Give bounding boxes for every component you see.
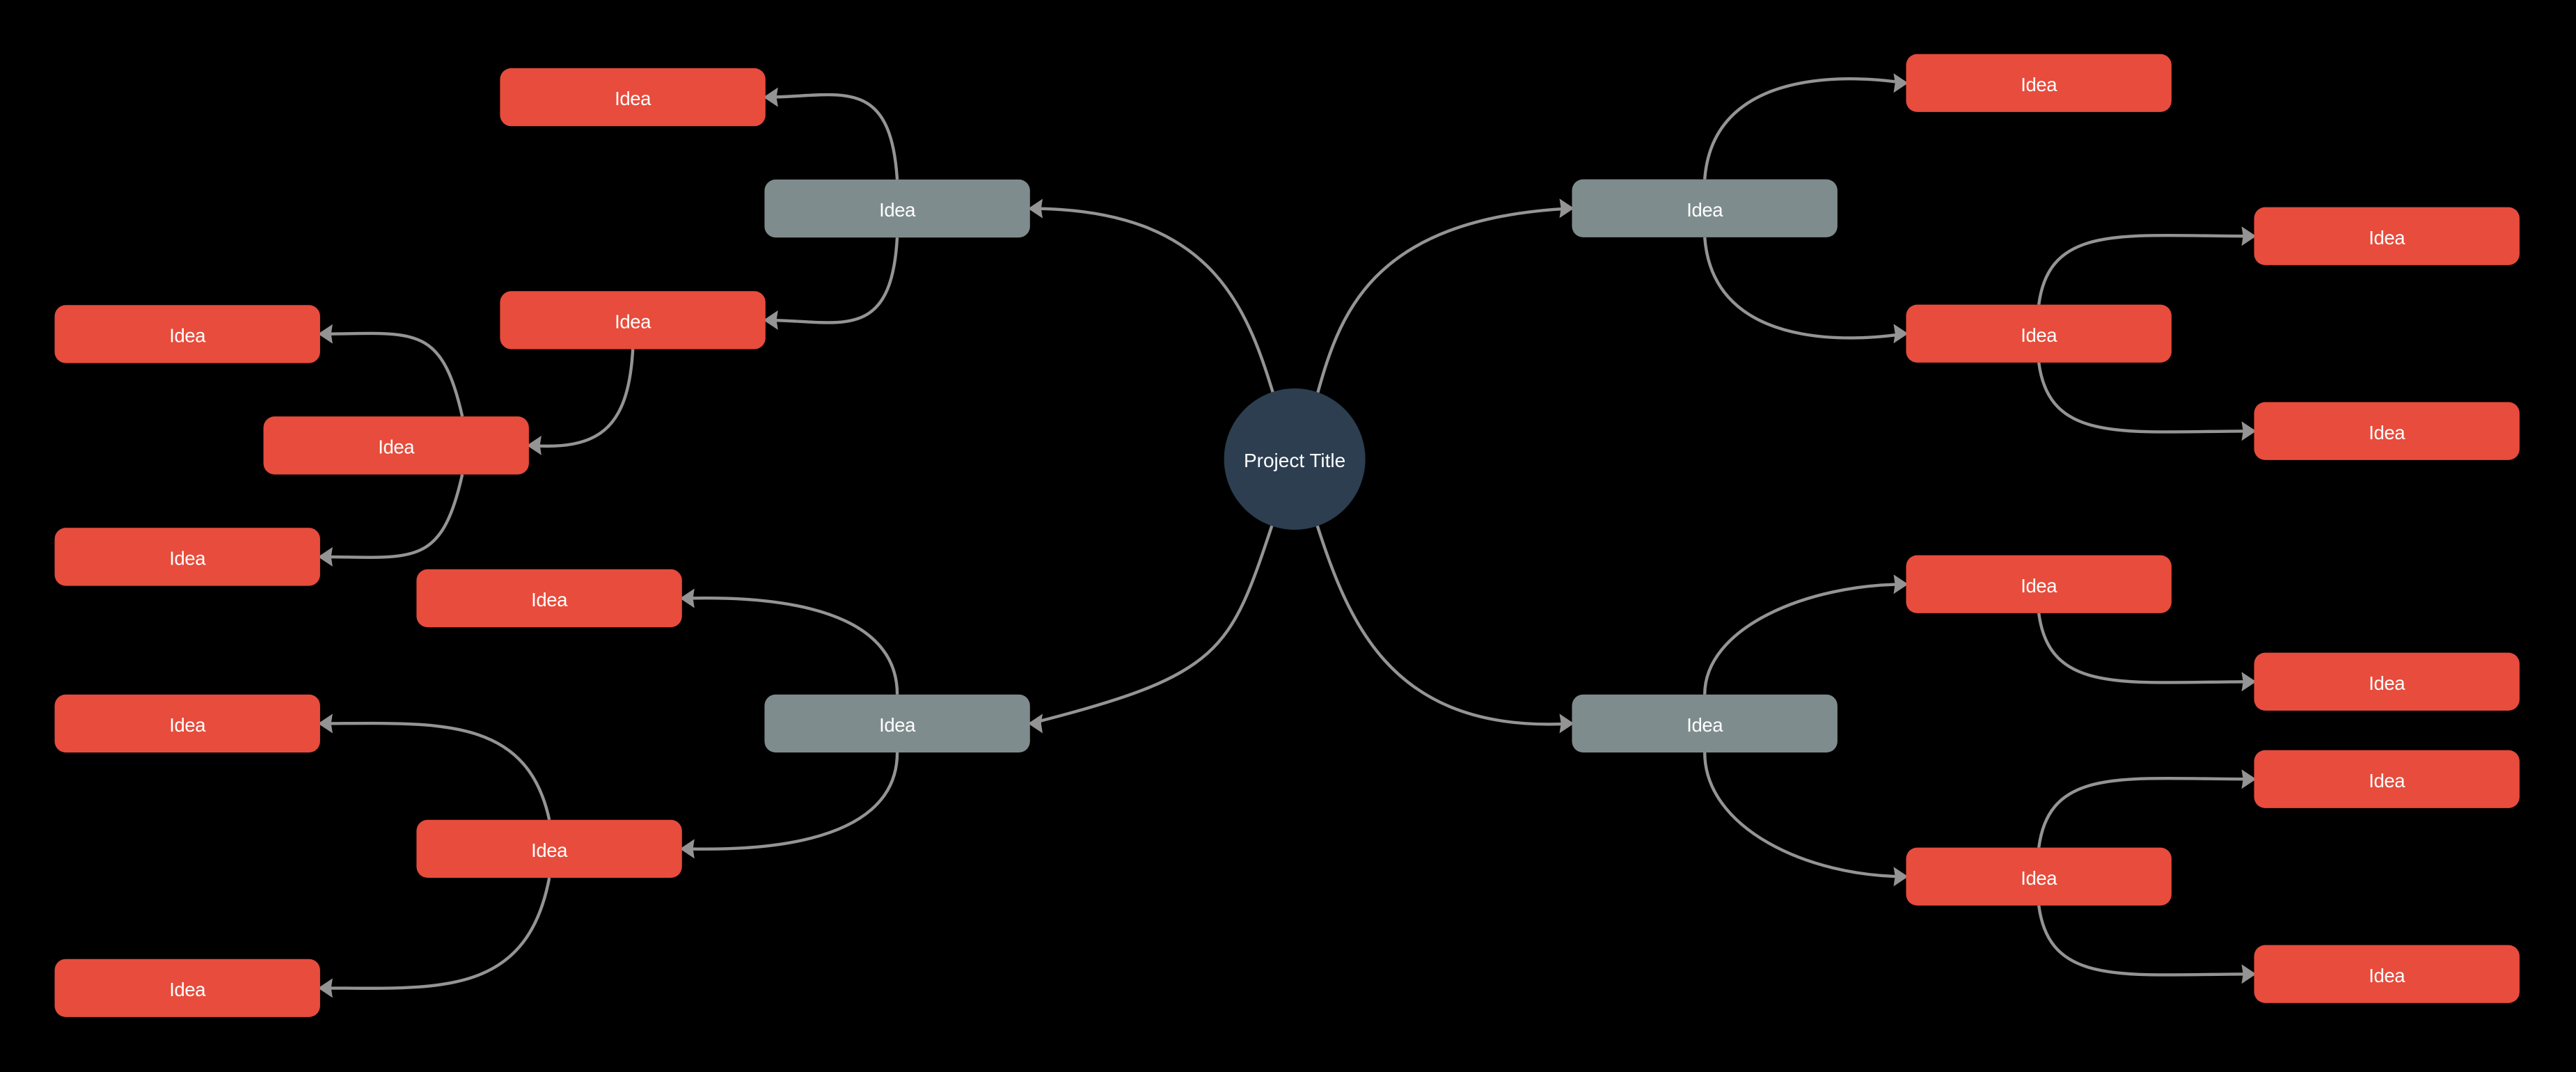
svg-text:Idea: Idea: [615, 88, 651, 109]
svg-text:Idea: Idea: [2021, 74, 2057, 95]
svg-text:Idea: Idea: [378, 436, 415, 458]
svg-text:Idea: Idea: [2369, 770, 2405, 791]
svg-text:Idea: Idea: [1686, 199, 1723, 221]
svg-text:Idea: Idea: [2369, 422, 2405, 443]
svg-text:Idea: Idea: [169, 979, 206, 1000]
svg-text:Idea: Idea: [2021, 867, 2057, 889]
svg-text:Project Title: Project Title: [1244, 450, 1345, 471]
svg-text:Idea: Idea: [169, 325, 206, 347]
svg-text:Idea: Idea: [169, 548, 206, 569]
svg-text:Idea: Idea: [2369, 227, 2405, 249]
svg-text:Idea: Idea: [1686, 714, 1723, 736]
svg-text:Idea: Idea: [2369, 672, 2405, 694]
svg-text:Idea: Idea: [2021, 575, 2057, 597]
svg-text:Idea: Idea: [2021, 324, 2057, 346]
svg-text:Idea: Idea: [531, 840, 568, 861]
svg-text:Idea: Idea: [2369, 965, 2405, 986]
svg-text:Idea: Idea: [879, 714, 916, 736]
svg-text:Idea: Idea: [169, 714, 206, 736]
svg-text:Idea: Idea: [879, 199, 916, 221]
svg-text:Idea: Idea: [615, 311, 651, 333]
svg-text:Idea: Idea: [531, 589, 568, 610]
